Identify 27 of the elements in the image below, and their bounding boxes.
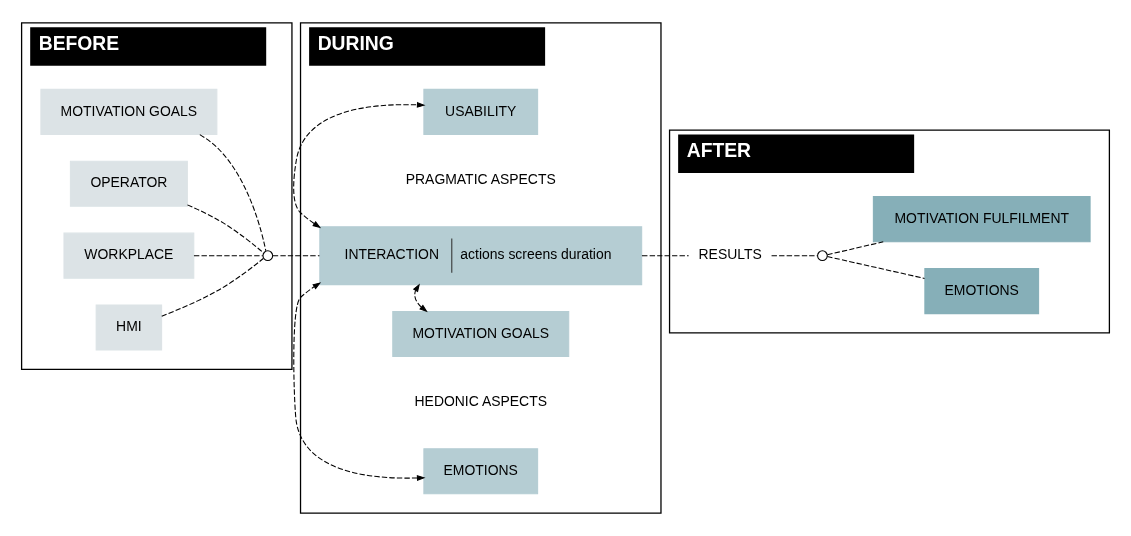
node-box: INTERACTION actions screens duration bbox=[319, 226, 643, 286]
node-box: EMOTIONS bbox=[924, 268, 1040, 315]
node-box: MOTIVATION GOALS bbox=[40, 88, 218, 135]
node-text: RESULTS bbox=[698, 246, 762, 263]
label: HEDONIC ASPECTS bbox=[414, 393, 547, 410]
connector bbox=[272, 255, 320, 257]
node-box: WORKPLACE bbox=[63, 232, 195, 279]
node-circle bbox=[817, 250, 828, 262]
connector bbox=[641, 255, 690, 257]
connector bbox=[199, 134, 267, 252]
node-box: USABILITY bbox=[423, 88, 539, 135]
node-box: MOTIVATION GOALS bbox=[392, 310, 570, 358]
node-box: OPERATOR bbox=[69, 160, 188, 207]
node-circle bbox=[262, 250, 274, 262]
arrow bbox=[412, 283, 428, 313]
arrow bbox=[293, 101, 426, 229]
connector bbox=[186, 204, 264, 254]
node-box: MOTIVATION FULFILMENT bbox=[872, 196, 1091, 243]
connector bbox=[771, 255, 818, 257]
connector bbox=[826, 256, 926, 279]
connector bbox=[193, 255, 264, 257]
node-box: EMOTIONS bbox=[423, 448, 539, 495]
connector bbox=[826, 241, 884, 256]
label: PRAGMATIC ASPECTS bbox=[405, 171, 556, 188]
connector bbox=[161, 258, 264, 317]
arrow bbox=[293, 282, 426, 481]
node-box: HMI bbox=[95, 304, 163, 351]
